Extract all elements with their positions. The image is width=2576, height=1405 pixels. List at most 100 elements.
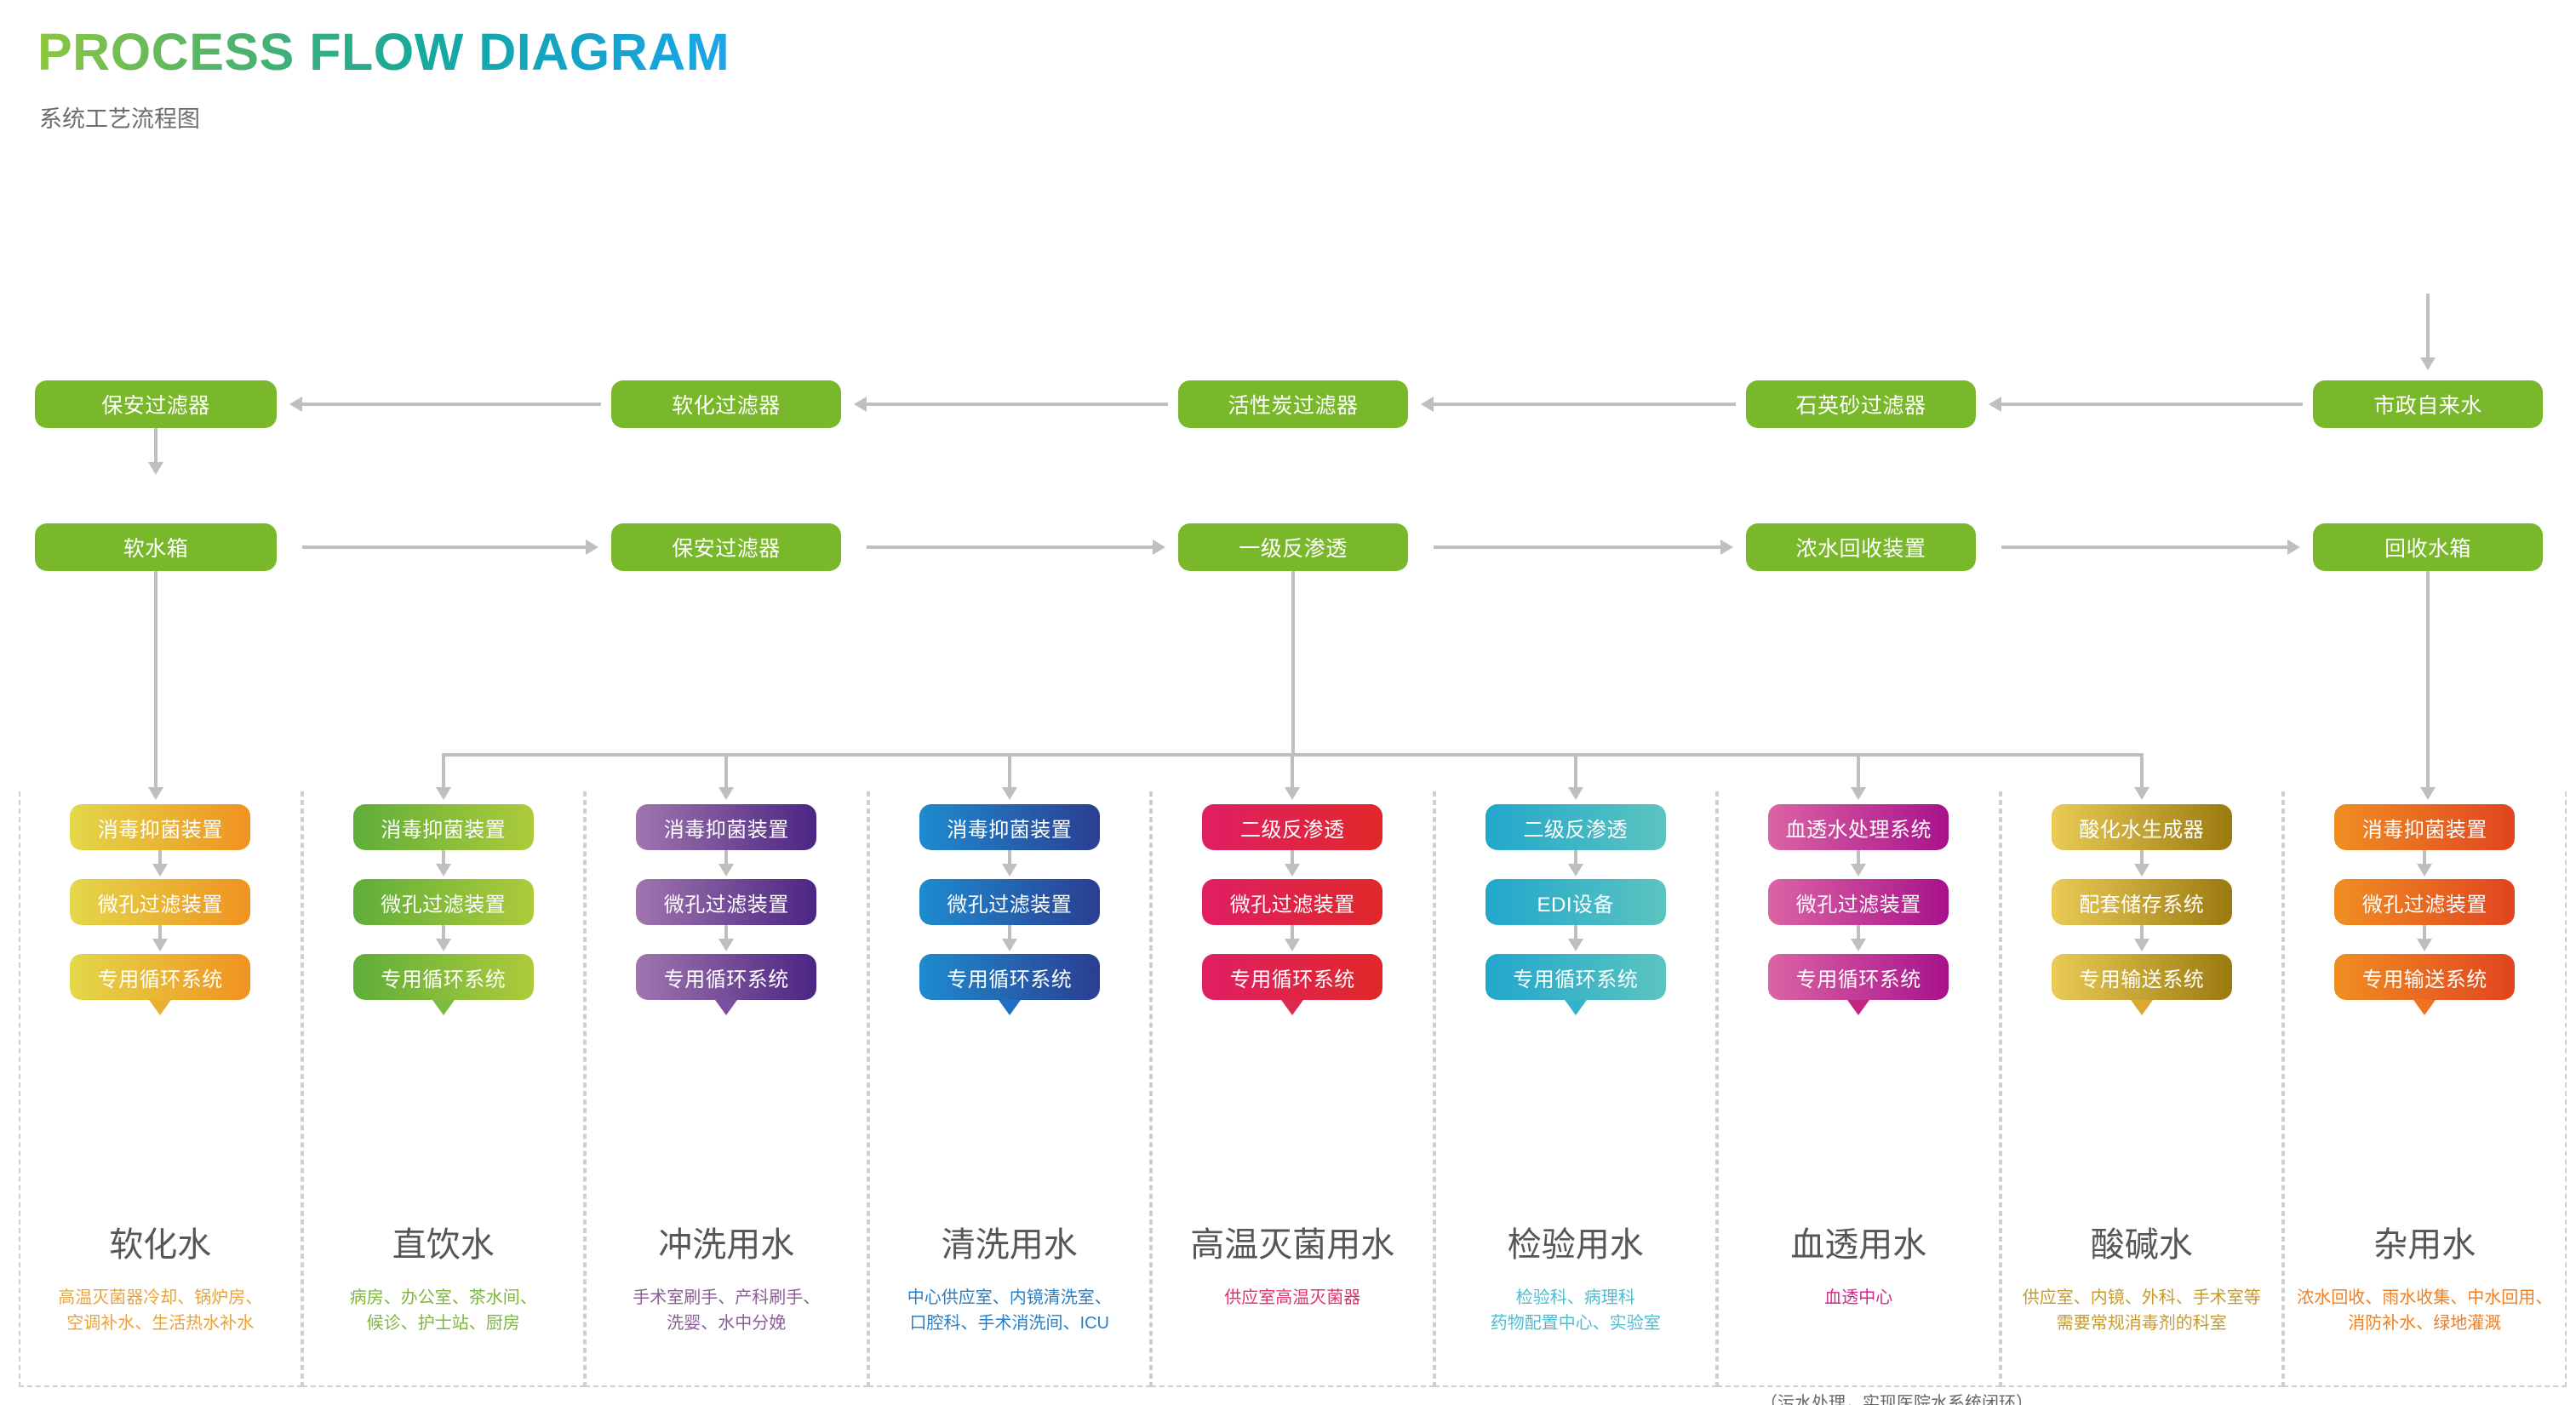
column-5-step-0[interactable]: 二级反渗透	[1485, 804, 1666, 850]
column-8-arrow-line-0	[2423, 850, 2427, 867]
column-6-step-2[interactable]: 专用循环系统	[1768, 954, 1949, 1000]
column-0-step-2[interactable]: 专用循环系统	[70, 954, 251, 1000]
column-3-step-2[interactable]: 专用循环系统	[919, 954, 1100, 1000]
column-4-step-1[interactable]: 微孔过滤装置	[1202, 879, 1383, 925]
ro-arrow-3	[2287, 540, 2300, 555]
pretreatment-node-1[interactable]: 软化过滤器	[611, 380, 841, 428]
column-3-step-1[interactable]: 微孔过滤装置	[919, 879, 1100, 925]
column-2-arrow-0	[718, 864, 735, 877]
column-2-step-2[interactable]: 专用循环系统	[636, 954, 817, 1000]
pretreat-arrow-3	[1421, 397, 1434, 412]
column-6-step-0[interactable]: 血透水处理系统	[1768, 804, 1949, 850]
column-7-arrow-line-1	[2139, 925, 2144, 942]
column-1-tip-icon	[432, 1000, 455, 1015]
column-5-step-1[interactable]: EDI设备	[1485, 879, 1666, 925]
column-3-tip-icon	[998, 1000, 1021, 1015]
column-2-step-0[interactable]: 消毒抑菌装置	[636, 804, 817, 850]
column-3-arrow-line-0	[1007, 850, 1011, 867]
node-label: 保安过滤器	[101, 394, 210, 418]
column-4-step-2[interactable]: 专用循环系统	[1202, 954, 1383, 1000]
bus-drop-arrow-5	[1567, 787, 1583, 800]
column-8-arrow-1	[2417, 939, 2433, 951]
pretreatment-node-2[interactable]: 活性炭过滤器	[1178, 380, 1408, 428]
node-label: 专用循环系统	[1229, 968, 1355, 991]
column-8-step-1[interactable]: 微孔过滤装置	[2334, 879, 2516, 925]
column-5-tip-icon	[1564, 1000, 1587, 1015]
column-1-step-0[interactable]: 消毒抑菌装置	[352, 804, 534, 850]
node-label: 微孔过滤装置	[2361, 893, 2487, 917]
node-label: 专用输送系统	[2361, 968, 2487, 991]
column-3-description: 中心供应室、内镜清洗室、口腔科、手术消洗间、ICU	[870, 1285, 1150, 1336]
column-8-step-0[interactable]: 消毒抑菌装置	[2334, 804, 2516, 850]
column-8-tip-icon	[2413, 1000, 2436, 1015]
column-0-step-0[interactable]: 消毒抑菌装置	[70, 804, 251, 850]
ro-node-0[interactable]: 软水箱	[35, 523, 277, 571]
usage-column-1: 直饮水病房、办公室、茶水间、候诊、护士站、厨房	[301, 791, 585, 1387]
ro-node-2[interactable]: 一级反渗透	[1178, 523, 1408, 571]
pretreat-arrow-4	[1989, 397, 2001, 412]
column-1-arrow-line-0	[441, 850, 445, 867]
col0-drop-arrow	[148, 787, 163, 800]
feed-arrow	[2420, 357, 2436, 370]
node-label: 软化过滤器	[672, 394, 781, 418]
ro-node-3[interactable]: 浓水回收装置	[1746, 523, 1976, 571]
pretreatment-node-0[interactable]: 保安过滤器	[35, 380, 277, 428]
column-8-arrow-0	[2417, 864, 2433, 877]
bus-drop-5	[1573, 753, 1577, 791]
column-0-arrow-1	[152, 939, 169, 951]
node-label: 微孔过滤装置	[1229, 893, 1355, 917]
column-6-tip-icon	[1847, 1000, 1870, 1015]
column-6-description: 血透中心	[1719, 1285, 1999, 1311]
ro-node-4[interactable]: 回收水箱	[2313, 523, 2543, 571]
node-label: 消毒抑菌装置	[381, 818, 507, 842]
column-2-step-1[interactable]: 微孔过滤装置	[636, 879, 817, 925]
footer-note: （污水处理，实现医院水系统闭环）	[0, 1389, 2576, 1405]
pretreat-arrow-2	[854, 397, 867, 412]
column-6-arrow-line-0	[1857, 850, 1861, 867]
node-label: 消毒抑菌装置	[97, 818, 223, 842]
pretreat-arrow-1	[289, 397, 302, 412]
node-label: 配套储存系统	[2079, 893, 2205, 917]
column-7-tip-icon	[2130, 1000, 2153, 1015]
usage-column-3: 清洗用水中心供应室、内镜清洗室、口腔科、手术消洗间、ICU	[867, 791, 1151, 1387]
column-1-step-2[interactable]: 专用循环系统	[352, 954, 534, 1000]
column-6-step-1[interactable]: 微孔过滤装置	[1768, 879, 1949, 925]
column-2-title: 冲洗用水	[658, 1226, 795, 1264]
description-line: 洗婴、水中分娩	[667, 1314, 787, 1333]
node-label: 二级反渗透	[1240, 818, 1345, 842]
column-4-arrow-line-1	[1291, 925, 1295, 942]
bus-drop-7	[2139, 753, 2144, 791]
column-2-arrow-line-0	[724, 850, 729, 867]
column-7-arrow-1	[2133, 939, 2150, 951]
column-0-step-1[interactable]: 微孔过滤装置	[70, 879, 251, 925]
ro-link-2	[1434, 545, 1720, 549]
column-4-title: 高温灭菌用水	[1190, 1226, 1395, 1264]
feed-line	[2426, 294, 2430, 362]
node-label: 消毒抑菌装置	[947, 818, 1073, 842]
column-8-description: 浓水回收、雨水收集、中水回用、消防补水、绿地灌溉	[2285, 1285, 2565, 1336]
column-7-step-1[interactable]: 配套储存系统	[2051, 879, 2232, 925]
column-1-step-1[interactable]: 微孔过滤装置	[352, 879, 534, 925]
pretreatment-node-4[interactable]: 市政自来水	[2313, 380, 2543, 428]
bus-drop-arrow-7	[2133, 787, 2150, 800]
column-7-arrow-line-0	[2139, 850, 2144, 867]
column-3-step-0[interactable]: 消毒抑菌装置	[919, 804, 1100, 850]
node-label: 二级反渗透	[1523, 818, 1628, 842]
column-3-title: 清洗用水	[941, 1226, 1078, 1264]
column-4-arrow-0	[1285, 864, 1301, 877]
column-7-step-0[interactable]: 酸化水生成器	[2051, 804, 2232, 850]
usage-column-5: 检验用水检验科、病理科药物配置中心、实验室	[1434, 791, 1717, 1387]
column-0-title: 软化水	[109, 1226, 212, 1264]
column-3-arrow-0	[1001, 864, 1017, 877]
ro-link-1	[867, 545, 1153, 549]
column-5-step-2[interactable]: 专用循环系统	[1485, 954, 1666, 1000]
ro-node-1[interactable]: 保安过滤器	[611, 523, 841, 571]
column-4-step-0[interactable]: 二级反渗透	[1202, 804, 1383, 850]
column-7-step-2[interactable]: 专用输送系统	[2051, 954, 2232, 1000]
column-8-step-2[interactable]: 专用输送系统	[2334, 954, 2516, 1000]
usage-column-2: 冲洗用水手术室刷手、产科刷手、洗婴、水中分娩	[585, 791, 868, 1387]
ro-arrow-2	[1720, 540, 1733, 555]
bus-feed-line	[1291, 571, 1295, 753]
pretreatment-node-3[interactable]: 石英砂过滤器	[1746, 380, 1976, 428]
